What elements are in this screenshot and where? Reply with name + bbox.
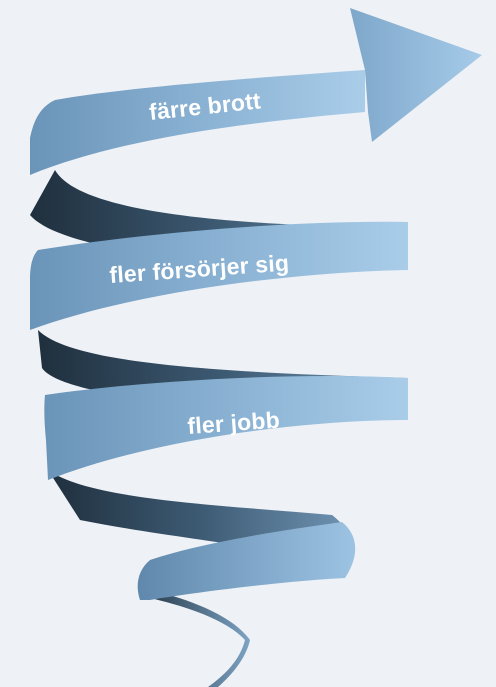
ribbon-band-bottom — [137, 522, 356, 600]
ribbon-band-lower — [44, 375, 409, 480]
ribbon-band-top — [30, 70, 365, 175]
ribbon-band-middle — [30, 221, 408, 330]
arrow-head — [350, 8, 482, 142]
step-label-fler-jobb: fler jobb — [187, 407, 281, 439]
ribbon-back-4 — [150, 590, 250, 687]
